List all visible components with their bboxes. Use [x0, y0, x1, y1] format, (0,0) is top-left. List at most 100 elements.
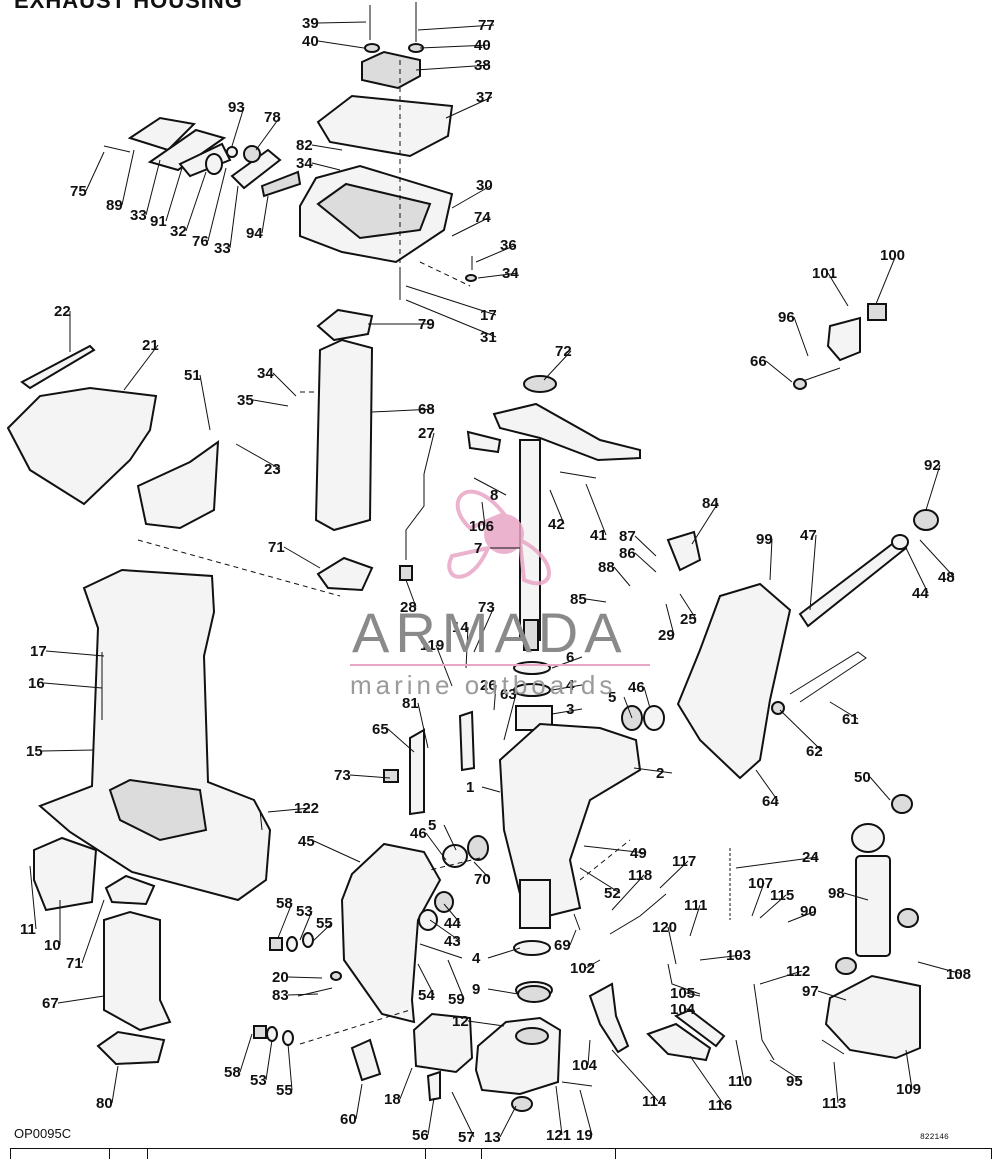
- part-callout-label: 51: [184, 367, 201, 384]
- part-callout-label: 112: [786, 963, 810, 980]
- part-callout-label: 53: [296, 903, 313, 920]
- part-callout-label: 106: [469, 518, 494, 535]
- part-callout-label: 120: [652, 919, 677, 936]
- leader-line: [231, 106, 245, 147]
- leader-line: [925, 464, 941, 511]
- leader-line: [689, 1055, 725, 1106]
- part-callout-label: 46: [410, 825, 427, 842]
- part-callout-label: 73: [478, 599, 495, 616]
- part-callout-label: 62: [806, 743, 823, 760]
- leader-line: [685, 1008, 695, 1011]
- part-callout-label: 15: [26, 743, 43, 760]
- part-callout-label: 45: [298, 833, 315, 850]
- leader-line: [679, 593, 697, 620]
- figure-code: OP0095C: [14, 1126, 72, 1141]
- part-callout-label: 9: [472, 981, 480, 998]
- part-callout-label: 82: [296, 137, 313, 154]
- leader-line: [473, 477, 507, 496]
- page-title: EXHAUST HOUSING: [14, 0, 243, 13]
- leader-line: [735, 856, 819, 869]
- leader-line: [123, 344, 159, 391]
- part-callout-label: 46: [628, 679, 645, 696]
- leader-line: [261, 195, 269, 234]
- part-callout-label: 119: [420, 637, 444, 654]
- leader-line: [481, 501, 486, 527]
- part-callout-label: 58: [224, 1064, 241, 1081]
- part-callout-label: 78: [264, 109, 281, 126]
- leader-line: [827, 272, 849, 307]
- part-callout-label: 40: [302, 33, 319, 50]
- leader-line: [587, 1039, 591, 1066]
- leader-line: [229, 185, 239, 249]
- part-callout-label: 58: [276, 895, 293, 912]
- leader-line: [751, 882, 765, 917]
- part-callout-label: 122: [294, 800, 319, 817]
- part-callout-label: 66: [750, 353, 767, 370]
- part-callout-label: 99: [756, 531, 773, 548]
- leader-line: [765, 360, 793, 383]
- part-callout-label: 108: [946, 966, 971, 983]
- part-callout-label: 16: [28, 675, 45, 692]
- part-callout-label: 1: [466, 779, 474, 796]
- leader-line: [665, 603, 675, 636]
- leader-line: [423, 432, 435, 475]
- part-callout-label: 70: [474, 871, 491, 888]
- part-callout-label: 32: [170, 223, 187, 240]
- leader-lines: [29, 21, 963, 1138]
- leader-line: [311, 922, 333, 943]
- leader-line: [443, 824, 457, 851]
- leader-line: [371, 408, 435, 413]
- part-callout-label: 50: [854, 769, 871, 786]
- part-callout-label: 63: [500, 686, 517, 703]
- leader-line: [415, 64, 491, 71]
- part-callout-label: 53: [250, 1072, 267, 1089]
- part-callout-label: 103: [726, 947, 751, 964]
- part-callout-label: 17: [30, 643, 47, 660]
- part-callout-label: 104: [572, 1057, 598, 1074]
- part-callout-label: 109: [896, 1081, 921, 1098]
- leader-line: [451, 216, 491, 237]
- part-callout-label: 60: [340, 1111, 357, 1128]
- leader-line: [555, 1085, 563, 1136]
- part-callout-label: 83: [272, 987, 289, 1004]
- leader-line: [425, 832, 447, 861]
- leader-line: [265, 1039, 273, 1081]
- leader-line: [875, 254, 897, 305]
- leader-line: [691, 502, 719, 545]
- leader-line: [465, 626, 469, 669]
- leader-line: [583, 845, 647, 854]
- part-callout-label: 59: [448, 991, 465, 1008]
- table-divider: [147, 1149, 148, 1159]
- leader-line: [759, 970, 803, 985]
- leader-line: [585, 598, 607, 603]
- leader-line: [235, 443, 281, 470]
- leader-line: [445, 96, 493, 119]
- part-callout-label: 19: [576, 1127, 593, 1144]
- part-callout-label: 67: [42, 995, 59, 1012]
- leader-line: [287, 976, 323, 979]
- leader-line: [817, 990, 847, 1001]
- table-divider: [425, 1149, 426, 1159]
- leader-line: [81, 899, 105, 964]
- table-divider: [615, 1149, 616, 1159]
- leader-line: [689, 904, 701, 937]
- part-callout-label: 40: [474, 37, 491, 54]
- part-callout-label: 28: [400, 599, 417, 616]
- part-callout-label: 118: [628, 867, 652, 884]
- leader-line: [543, 350, 572, 381]
- leader-line: [185, 171, 207, 232]
- part-callout-label: 86: [619, 545, 636, 562]
- leader-line: [585, 483, 607, 536]
- part-callout-label: 116: [708, 1097, 732, 1114]
- table-divider: [481, 1149, 482, 1159]
- leader-line: [579, 1089, 593, 1136]
- part-callout-label: 89: [106, 197, 123, 214]
- leader-line: [57, 995, 105, 1004]
- part-callout-label: 69: [554, 937, 571, 954]
- leader-line: [387, 728, 415, 753]
- leader-line: [121, 149, 135, 206]
- part-callout-label: 17: [480, 307, 497, 324]
- part-callout-label: 43: [444, 933, 461, 950]
- leader-line: [634, 535, 657, 557]
- leader-line: [405, 299, 497, 338]
